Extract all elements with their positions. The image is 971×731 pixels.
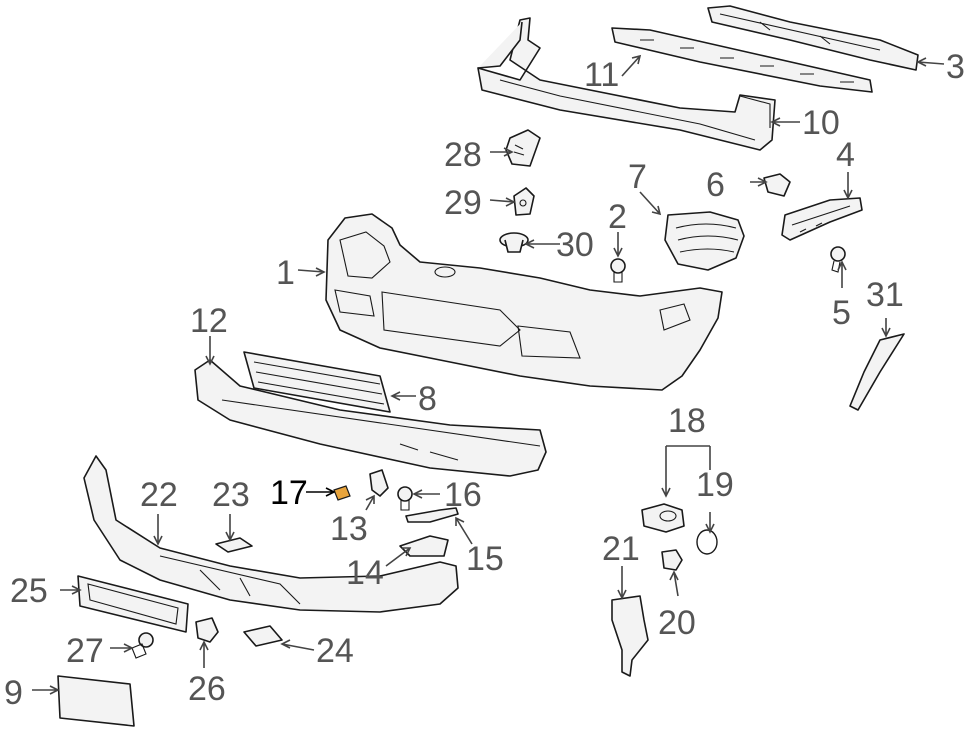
center-grille bbox=[243, 351, 391, 413]
callout-6: 6 bbox=[706, 166, 725, 204]
fastener-30 bbox=[499, 232, 529, 253]
callout-25: 25 bbox=[10, 572, 48, 610]
retainer-13 bbox=[369, 469, 389, 497]
absorber bbox=[83, 455, 459, 613]
callout-8: 8 bbox=[418, 380, 437, 418]
bumper-cover bbox=[325, 213, 723, 391]
bolt-27 bbox=[131, 632, 154, 659]
clip-29 bbox=[513, 187, 535, 216]
callout-26: 26 bbox=[188, 670, 226, 708]
callout-19: 19 bbox=[696, 466, 734, 504]
callout-5: 5 bbox=[832, 294, 851, 332]
upper-trim-strip bbox=[707, 5, 919, 71]
callout-3: 3 bbox=[946, 48, 965, 86]
callout-20: 20 bbox=[658, 604, 696, 642]
callout-16: 16 bbox=[444, 476, 482, 514]
screw-16 bbox=[397, 486, 413, 511]
callout-10: 10 bbox=[802, 104, 840, 142]
callout-14: 14 bbox=[346, 554, 384, 592]
callout-9: 9 bbox=[4, 674, 23, 712]
leader-lines bbox=[32, 54, 945, 695]
callout-4: 4 bbox=[836, 136, 855, 174]
side-molding bbox=[849, 333, 905, 411]
pad-17 bbox=[333, 485, 351, 501]
license-plate-base bbox=[57, 675, 135, 727]
callout-1: 1 bbox=[276, 254, 295, 292]
callout-29: 29 bbox=[444, 184, 482, 222]
callout-2: 2 bbox=[608, 198, 627, 236]
screw-2 bbox=[610, 258, 626, 283]
callout-24: 24 bbox=[316, 632, 354, 670]
callout-12: 12 bbox=[190, 302, 228, 340]
side-grille bbox=[664, 211, 745, 271]
callout-22: 22 bbox=[140, 476, 178, 514]
clip-28 bbox=[505, 129, 541, 167]
callout-21: 21 bbox=[602, 530, 640, 568]
park-sensor bbox=[641, 503, 685, 533]
sensor-bracket bbox=[611, 595, 649, 677]
callout-15: 15 bbox=[466, 540, 504, 578]
callout-13: 13 bbox=[330, 510, 368, 548]
callout-17: 17 bbox=[270, 474, 308, 512]
lower-trim bbox=[194, 359, 547, 477]
lower-clip bbox=[243, 625, 283, 647]
nut-26 bbox=[195, 617, 219, 643]
callout-7: 7 bbox=[628, 158, 647, 196]
sensor-ring bbox=[696, 529, 718, 555]
callout-28: 28 bbox=[444, 136, 482, 174]
impact-bar bbox=[477, 17, 776, 151]
upper-support bbox=[611, 27, 873, 93]
callout-11: 11 bbox=[584, 56, 619, 94]
callout-31: 31 bbox=[866, 276, 904, 314]
sensor-20 bbox=[661, 549, 683, 571]
license-bracket bbox=[77, 575, 189, 633]
callout-30: 30 bbox=[556, 226, 594, 264]
callout-27: 27 bbox=[66, 632, 104, 670]
callout-labels: 3 11 10 28 29 30 6 4 5 7 2 1 12 8 31 17 … bbox=[4, 48, 965, 712]
upper-bracket-15 bbox=[405, 507, 459, 523]
callout-23: 23 bbox=[212, 476, 250, 514]
lower-bracket-14 bbox=[399, 535, 449, 557]
screw-5 bbox=[830, 246, 846, 273]
callout-18: 18 bbox=[668, 402, 706, 440]
side-bracket bbox=[781, 197, 863, 241]
small-bracket bbox=[763, 173, 791, 197]
clip-23 bbox=[215, 537, 253, 553]
